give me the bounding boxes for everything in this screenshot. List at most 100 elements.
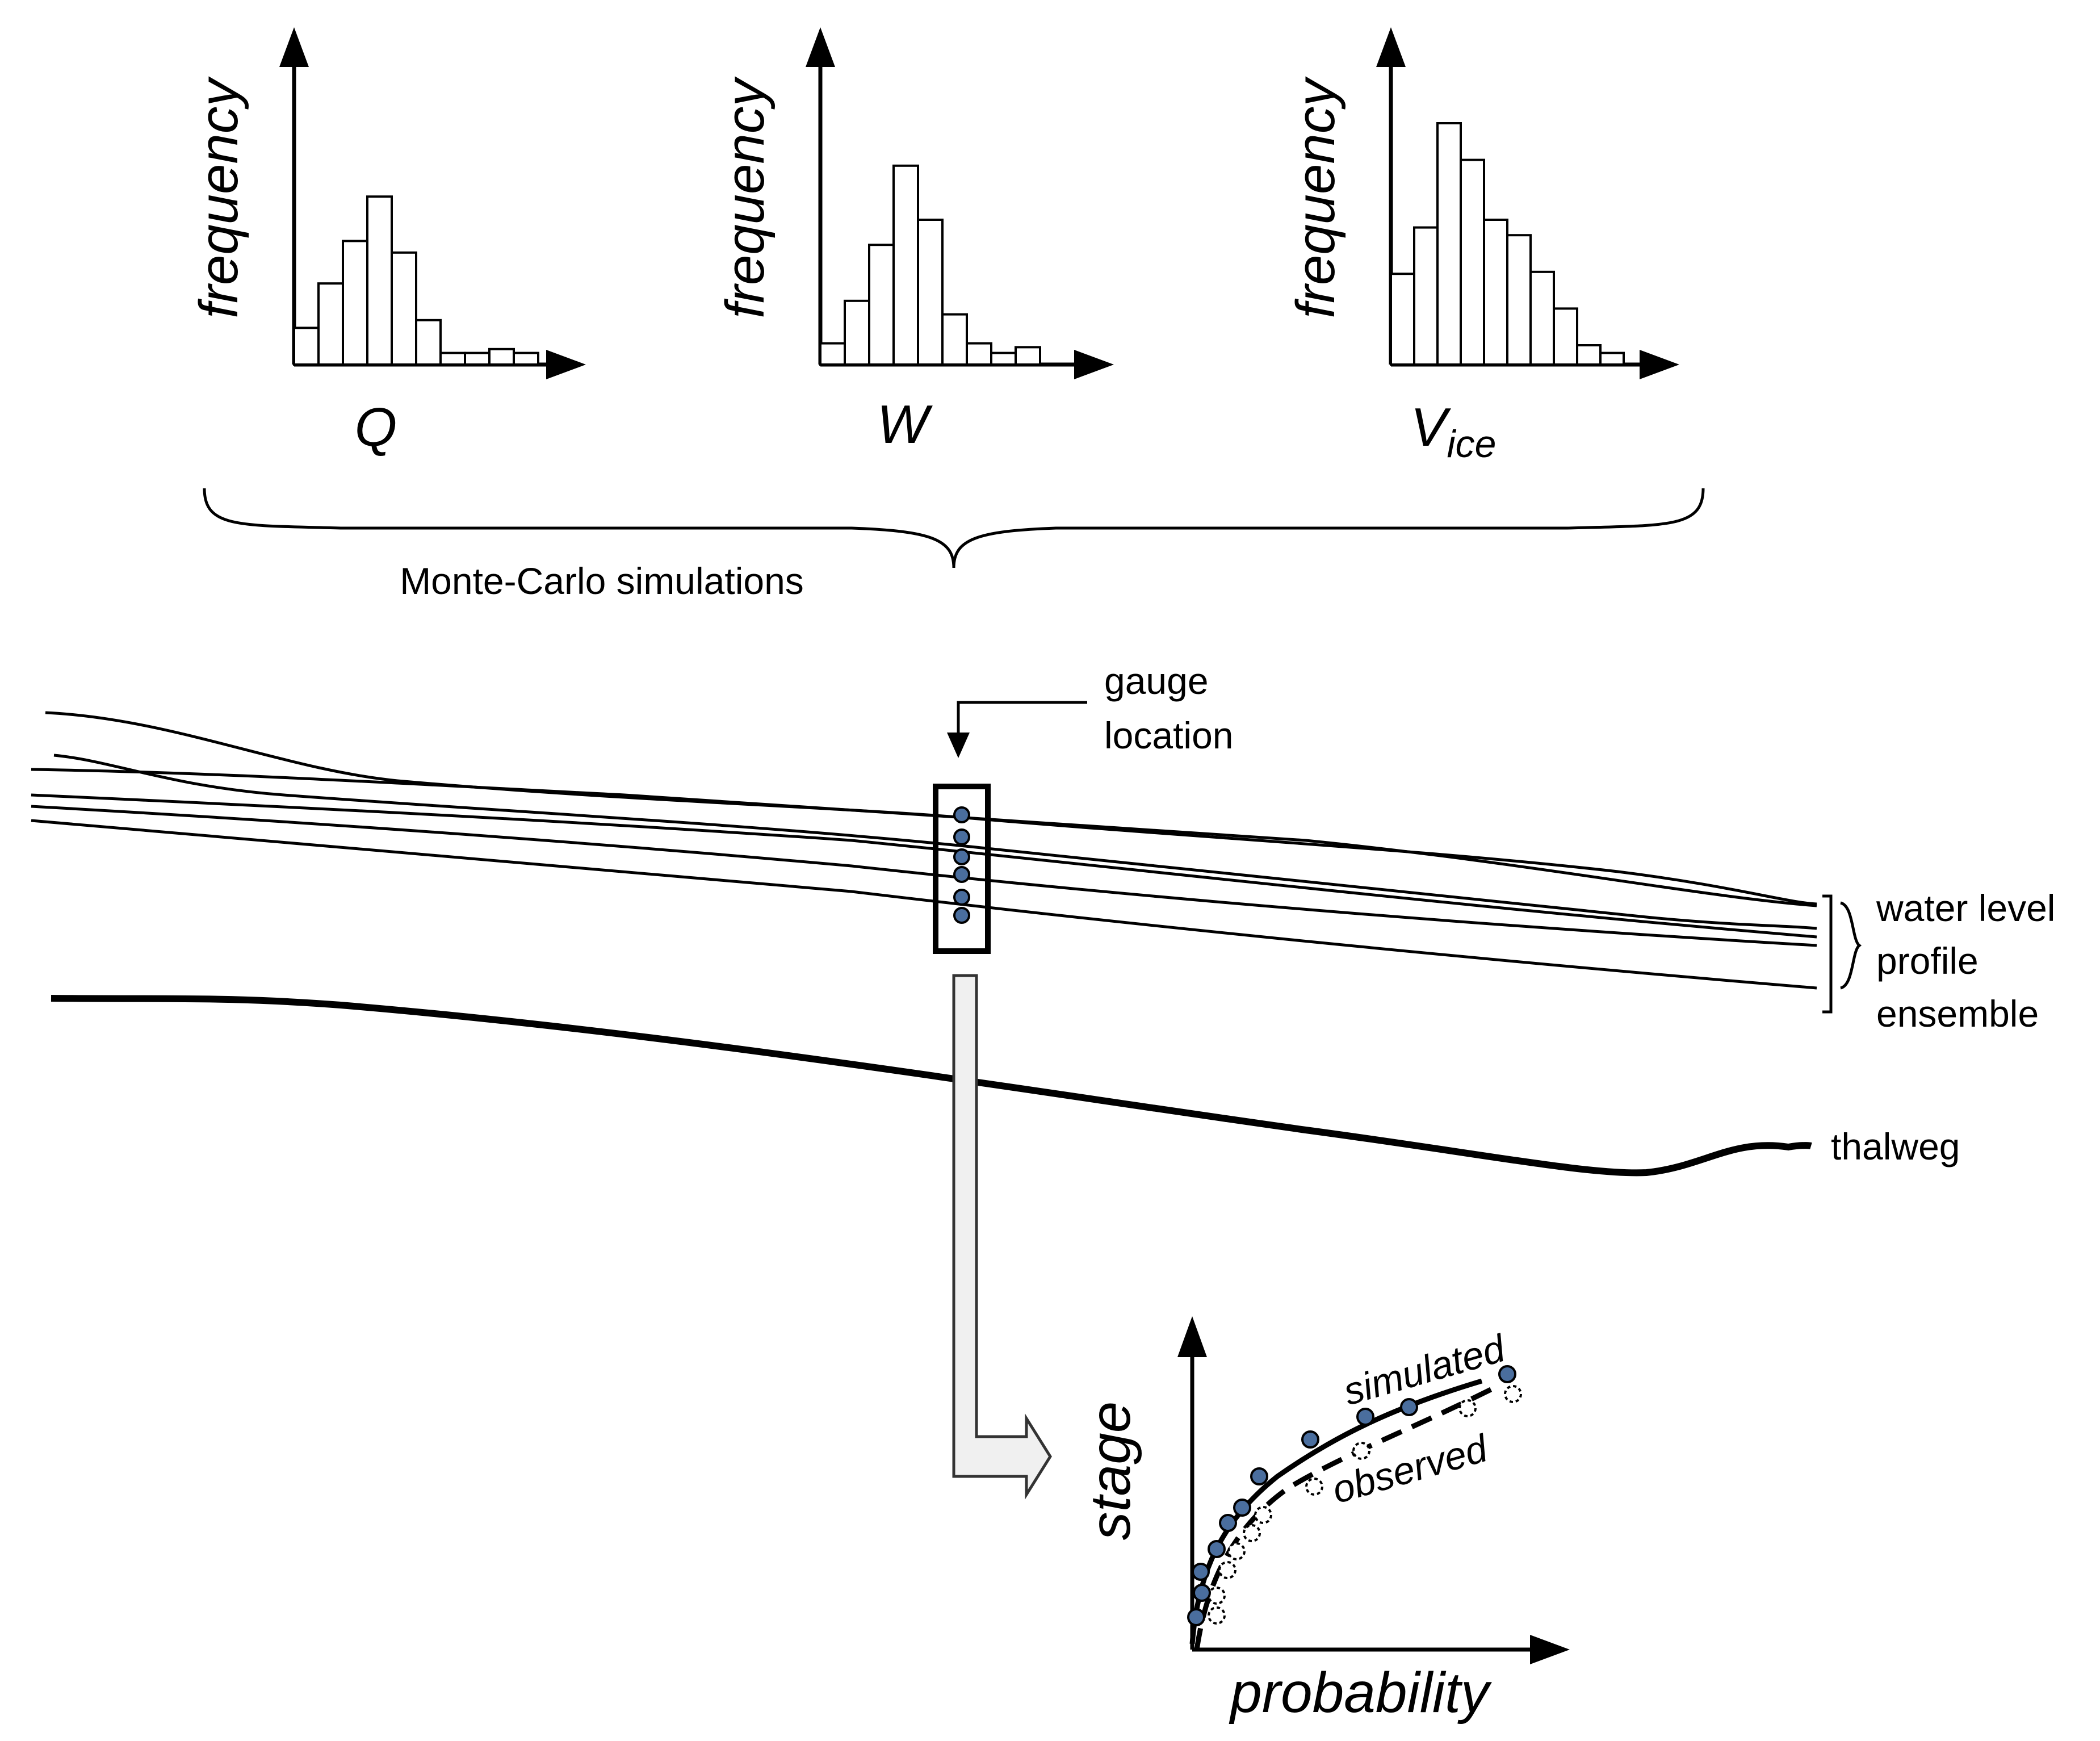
ensemble-brace — [1840, 901, 1862, 990]
hist-y-arrowhead — [1376, 27, 1406, 67]
stage-x-arrowhead — [1530, 1635, 1570, 1664]
hist-x-label: W — [877, 394, 933, 455]
hist-y-arrowhead — [806, 27, 835, 67]
profile-line — [31, 805, 1817, 947]
observed-label: observed — [1327, 1426, 1493, 1512]
hist-y-label: frequency — [188, 76, 249, 319]
simulated-point — [1250, 1467, 1268, 1485]
gauge-markers — [953, 806, 970, 924]
hist-x-arrowhead — [546, 350, 586, 379]
hist-y-label: frequency — [1285, 76, 1346, 319]
histogram-bar — [1413, 226, 1439, 366]
histogram-bar — [1506, 234, 1532, 366]
histogram-bar — [868, 244, 895, 366]
simulated-point — [1187, 1608, 1205, 1626]
gauge-marker — [953, 806, 970, 823]
hist-bars — [819, 164, 1041, 366]
histogram-bar — [391, 251, 417, 366]
observed-point — [1504, 1385, 1522, 1403]
hist-x-arrowhead — [1640, 350, 1679, 379]
observed-points — [1208, 1385, 1522, 1625]
profile-line — [31, 793, 1817, 939]
histogram-bar — [1576, 344, 1602, 366]
ensemble-label-line1: water level — [1876, 887, 2055, 929]
histogram-bar — [488, 348, 515, 366]
gauge-marker — [953, 907, 970, 924]
simulated-point — [1400, 1398, 1418, 1416]
gauge-marker — [953, 889, 970, 906]
observed-point — [1243, 1524, 1261, 1542]
simulated-point — [1233, 1499, 1251, 1517]
gauge-to-plot-arrow — [952, 974, 1052, 1500]
thalweg-line — [51, 995, 1812, 1177]
observed-point — [1352, 1442, 1370, 1460]
simulated-point — [1208, 1540, 1226, 1558]
gauge-marker — [953, 848, 970, 865]
histogram-bar — [990, 351, 1017, 366]
stage-y-arrowhead — [1177, 1316, 1207, 1357]
histogram-bar — [819, 342, 846, 366]
hist-bars — [293, 195, 539, 366]
simulated-point — [1498, 1365, 1516, 1383]
histogram-bar — [415, 319, 442, 366]
simulated-point — [1356, 1408, 1374, 1426]
histogram-bar — [293, 327, 320, 366]
profile-line — [31, 768, 1817, 907]
histogram-bar — [892, 164, 919, 366]
observed-point — [1305, 1478, 1323, 1496]
observed-point — [1458, 1399, 1477, 1417]
simulated-point — [1219, 1514, 1237, 1532]
gauge-box — [933, 784, 991, 954]
simulated-point — [1192, 1563, 1210, 1581]
histogram-bar — [1483, 219, 1508, 366]
histogram-bar — [1553, 307, 1578, 366]
histogram-bar — [844, 299, 870, 366]
monte-carlo-brace — [203, 488, 1705, 568]
histogram-bar — [1436, 122, 1462, 366]
histogram-bar — [1390, 273, 1415, 366]
histogram-w: frequency W — [715, 27, 1114, 455]
gauge-marker — [953, 866, 970, 883]
profile-line — [53, 754, 1817, 930]
histogram-bar — [1460, 158, 1485, 366]
thalweg-label: thalweg — [1831, 1125, 1960, 1167]
histogram-bar — [366, 195, 393, 366]
histogram-vice: frequency Vice — [1285, 27, 1679, 466]
hist-bars — [1390, 122, 1625, 366]
histogram-bar — [1015, 346, 1041, 366]
histogram-bar — [439, 351, 466, 366]
hist-x-label: Q — [355, 397, 397, 458]
simulated-point — [1193, 1584, 1211, 1602]
stage-y-label: stage — [1079, 1401, 1142, 1541]
stage-probability-plot: simulated observed stage probability — [1079, 1316, 1570, 1725]
observed-point — [1208, 1606, 1226, 1625]
gauge-label-line2: location — [1104, 714, 1234, 756]
gauge-pointer-line — [957, 701, 1087, 741]
monte-carlo-label: Monte-Carlo simulations — [400, 560, 804, 602]
gauge-label-line1: gauge — [1104, 660, 1209, 702]
histogram-q: frequency Q — [188, 27, 586, 458]
simulated-point — [1301, 1430, 1319, 1449]
hist-x-label: Vice — [1411, 397, 1497, 466]
observed-point — [1227, 1542, 1246, 1560]
histogram-bar — [917, 219, 944, 366]
histogram-bar — [513, 351, 539, 366]
observed-point — [1208, 1587, 1226, 1605]
water-level-profiles — [31, 711, 1817, 990]
profile-line — [31, 819, 1817, 990]
gauge-pointer-arrowhead — [947, 733, 970, 758]
histogram-bar — [941, 313, 968, 366]
histogram-bar — [317, 282, 344, 366]
observed-point — [1254, 1506, 1272, 1524]
ensemble-label-line2: profile — [1876, 940, 1979, 982]
hist-y-label: frequency — [715, 76, 776, 319]
hist-y-arrowhead — [279, 27, 309, 67]
observed-point — [1218, 1561, 1236, 1579]
gauge-marker — [953, 828, 970, 846]
hist-x-arrowhead — [1074, 350, 1114, 379]
stage-x-label: probability — [1229, 1661, 1493, 1725]
simulated-points — [1187, 1365, 1516, 1626]
ensemble-label-line3: ensemble — [1876, 993, 2039, 1035]
histogram-bar — [342, 240, 368, 366]
